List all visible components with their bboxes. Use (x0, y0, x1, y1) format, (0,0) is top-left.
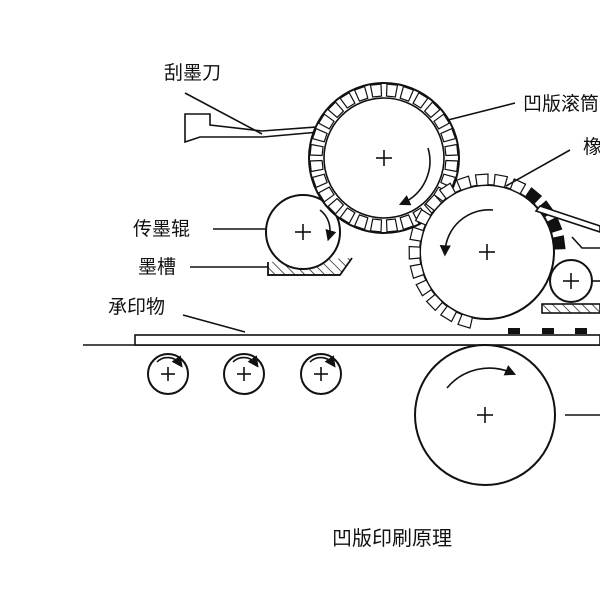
right-small-roller (534, 205, 600, 314)
cell (317, 186, 335, 203)
cell (399, 85, 415, 102)
label-doctor-blade: 刮墨刀 (164, 62, 221, 84)
cell (546, 216, 563, 234)
cell (524, 187, 543, 205)
label-substrate: 承印物 (108, 296, 165, 318)
cell (409, 263, 425, 279)
ink-dots (508, 328, 587, 334)
rubber-cylinder (408, 173, 566, 329)
conveyor-roller (300, 353, 342, 395)
cell (440, 127, 457, 143)
cell (309, 143, 324, 157)
cell (444, 143, 459, 157)
cell (423, 101, 441, 119)
cell (353, 85, 369, 102)
cell (385, 218, 399, 233)
conveyor-rollers (147, 353, 342, 395)
cell (474, 173, 489, 187)
label-ink-transfer-roller: 传墨辊 (133, 218, 190, 240)
cell (414, 208, 432, 226)
cell (433, 113, 451, 130)
cell (415, 279, 433, 297)
label-ink-tank: 墨槽 (138, 256, 176, 278)
leader-lines (182, 102, 571, 333)
cell (444, 159, 459, 173)
cell (493, 173, 509, 188)
cell (412, 91, 429, 109)
cell (399, 214, 415, 231)
cell (327, 197, 345, 215)
cell (424, 193, 443, 212)
cell (309, 159, 324, 173)
cell (551, 235, 566, 250)
cell (339, 91, 356, 109)
cell (369, 218, 383, 233)
cell (425, 293, 444, 312)
cell (455, 175, 472, 192)
label-gravure-cylinder: 凹版滚筒 (523, 93, 599, 115)
cell (369, 83, 383, 98)
conveyor-roller (223, 353, 265, 395)
cell (457, 313, 474, 329)
cell (317, 113, 335, 130)
cell (311, 173, 328, 189)
cell (339, 207, 356, 225)
cell (353, 214, 369, 231)
diagram-caption: 凹版印刷原理 (332, 526, 452, 550)
cell (327, 101, 345, 119)
cell (438, 182, 457, 200)
ink-transfer-roller (265, 194, 341, 270)
doctor-blade (184, 92, 331, 144)
impression-roller (414, 344, 600, 486)
cell (408, 245, 421, 260)
substrate-sheet (83, 334, 600, 346)
label-rubber-roller: 橡 (583, 136, 600, 158)
conveyor-roller (147, 353, 189, 395)
cell (409, 226, 425, 242)
cell (439, 305, 458, 323)
cell (311, 127, 328, 143)
cell (385, 83, 399, 98)
